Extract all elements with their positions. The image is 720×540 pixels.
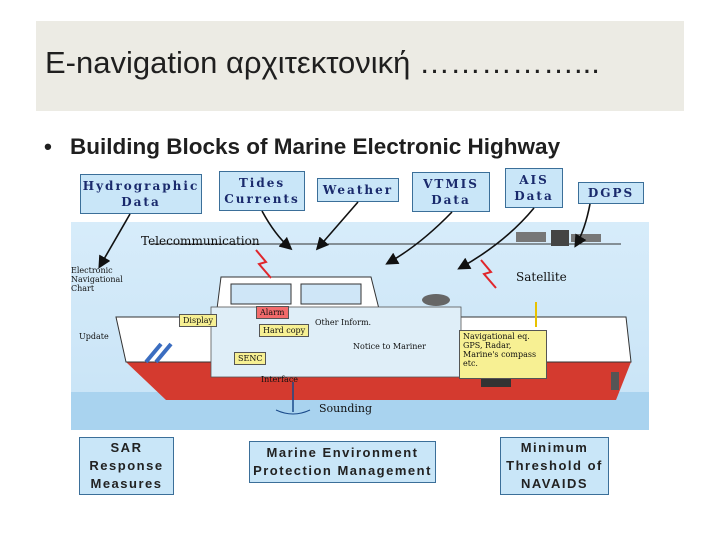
senc-tag: SENC: [234, 352, 267, 365]
display-tag: Display: [179, 314, 218, 327]
navaid-tag: Navigational eq. GPS, Radar, Marine's co…: [459, 330, 547, 379]
title-bar: E-navigation αρχιτεκτονική ……………...: [36, 21, 684, 111]
update-label: Update: [79, 332, 109, 341]
box-line: NAVAIDS: [520, 476, 589, 491]
box-line: Data: [514, 189, 554, 203]
satellite-label: Satellite: [516, 270, 567, 284]
enc-label: Electronic Navigational Chart: [71, 266, 123, 293]
box-line: VTMIS: [423, 177, 479, 191]
notice-label: Notice to Mariner: [353, 342, 426, 351]
vtmis-data-box: VTMIS Data: [412, 172, 490, 212]
hard-copy-tag: Hard copy: [259, 324, 310, 337]
box-line: Response: [89, 458, 164, 473]
bullet-item: • Building Blocks of Marine Electronic Hi…: [44, 134, 560, 160]
ais-data-box: AIS Data: [505, 168, 563, 208]
telecom-label: Telecommunication: [141, 234, 260, 248]
sounding-label: Sounding: [319, 402, 373, 415]
bullet-icon: •: [44, 134, 52, 159]
box-line: AIS: [519, 173, 549, 187]
slide-title: E-navigation αρχιτεκτονική ……………...: [45, 45, 600, 80]
bullet-text: Building Blocks of Marine Electronic Hig…: [70, 134, 561, 159]
box-line: Minimum: [520, 440, 589, 455]
box-line: Weather: [322, 183, 394, 197]
ship-diagram: Telecommunication Satellite Electronic N…: [71, 222, 649, 430]
other-inform-label: Other Inform.: [315, 318, 372, 327]
alarm-tag: Alarm: [256, 306, 289, 319]
box-line: Threshold of: [506, 458, 603, 473]
box-line: Tides: [238, 176, 286, 190]
weather-box: Weather: [317, 178, 399, 202]
gps-text: GPS, Radar, Marine's compass etc.: [463, 341, 537, 368]
tides-currents-box: Tides Currents: [219, 171, 305, 211]
box-line: Data: [431, 193, 471, 207]
navaids-box: Minimum Threshold of NAVAIDS: [500, 437, 609, 495]
sar-box: SAR Response Measures: [79, 437, 174, 495]
hydrographic-data-box: Hydrographic Data: [80, 174, 202, 214]
dgps-box: DGPS: [578, 182, 644, 204]
box-line: Measures: [90, 476, 163, 491]
box-line: Currents: [224, 192, 300, 206]
box-line: DGPS: [587, 186, 635, 200]
interface-label: Interface: [261, 375, 299, 384]
box-line: Data: [121, 195, 161, 209]
navaid-text: Navigational eq.: [463, 332, 530, 341]
box-line: Hydrographic: [82, 179, 200, 193]
marine-environment-box: Marine Environment Protection Management: [249, 441, 436, 483]
box-line: Protection Management: [253, 463, 432, 478]
box-line: SAR: [110, 440, 143, 455]
box-line: Marine Environment: [266, 445, 419, 460]
